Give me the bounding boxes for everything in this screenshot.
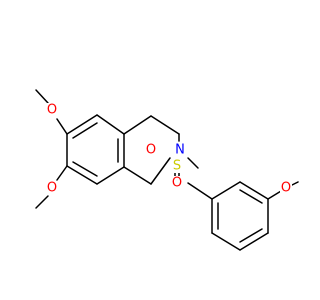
bond-ring-b5 xyxy=(123,166,152,185)
oxygen-2-label: O xyxy=(47,181,57,196)
oxygen-3-label: O xyxy=(146,143,156,158)
bonds xyxy=(35,89,299,251)
sulfur-label: S xyxy=(173,159,181,174)
bond-ring-c2 xyxy=(211,232,241,251)
oxygen-2: O xyxy=(46,181,58,196)
bond-ring-a5 xyxy=(66,165,98,185)
oxygen-5: O xyxy=(280,181,292,196)
bond-ring-a-inner3 xyxy=(72,161,98,177)
bond-o2-c7 xyxy=(56,165,68,181)
bond-ring-c-inner3 xyxy=(239,189,263,204)
oxygen-1: O xyxy=(46,103,58,118)
bond-o1-c6 xyxy=(56,118,68,135)
bond-ring-a2 xyxy=(96,114,125,135)
oxygen-4-label: O xyxy=(172,176,182,191)
molecule-diagram: O O N O S O O xyxy=(35,89,299,251)
bond-ring-b1 xyxy=(123,115,152,135)
bond-methyl-o2 xyxy=(35,195,49,209)
atom-labels: O O N O S O O xyxy=(46,103,292,196)
bond-ring-c3 xyxy=(239,232,269,251)
oxygen-1-label: O xyxy=(47,103,57,118)
bond-s-c1 xyxy=(187,182,213,200)
bond-methyl-o1 xyxy=(35,89,49,104)
oxygen-3: O xyxy=(145,143,157,158)
structure-canvas: O O N O S O O xyxy=(35,89,299,251)
bond-ring-c5 xyxy=(239,181,269,200)
nitrogen-label: N xyxy=(175,143,185,158)
oxygen-5-label: O xyxy=(281,181,291,196)
bond-ring-c-inner2 xyxy=(239,228,263,243)
bond-ring-a-inner1 xyxy=(72,122,98,139)
bond-ring-c6 xyxy=(211,181,241,200)
oxygen-4: O xyxy=(171,176,183,191)
sulfur: S xyxy=(171,159,183,174)
bond-n-s xyxy=(187,157,199,169)
nitrogen: N xyxy=(173,143,187,158)
bond-ring-a1 xyxy=(66,114,98,135)
bond-ring-b2 xyxy=(150,115,180,135)
bond-ring-a4 xyxy=(96,166,125,185)
bond-ring-b4 xyxy=(150,157,171,185)
